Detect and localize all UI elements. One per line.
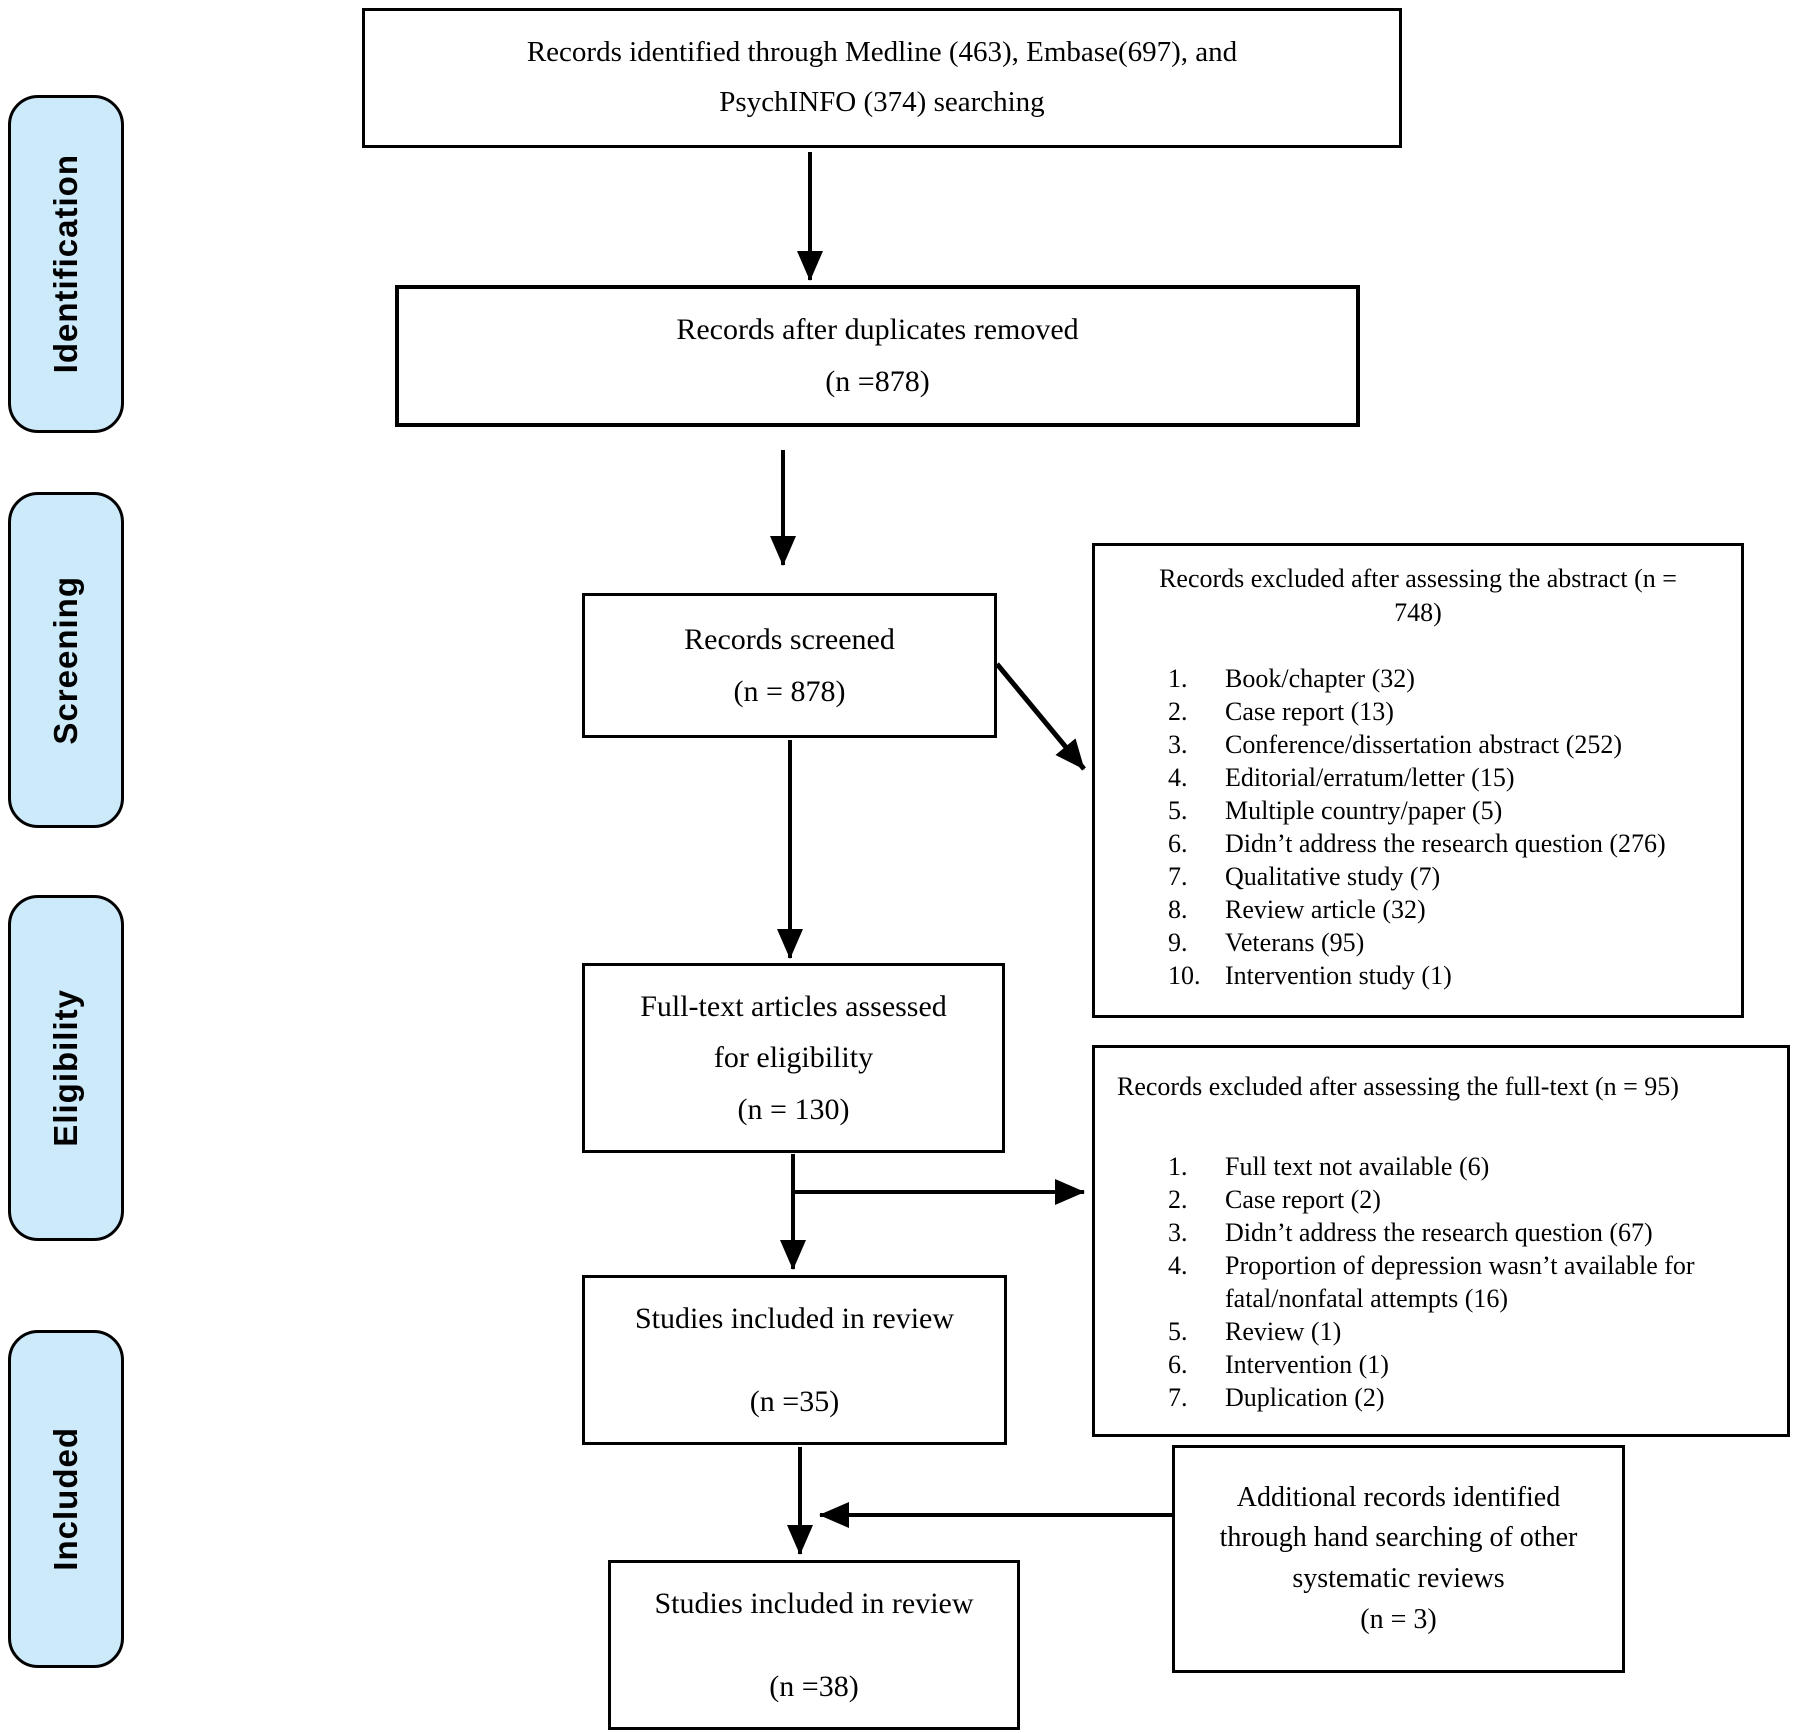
stage-eligibility: Eligibility: [8, 895, 124, 1241]
box-records-identified: Records identified through Medline (463)…: [362, 8, 1402, 148]
stage-included-label: Included: [47, 1427, 84, 1571]
excluded-reason-item: Duplication (2): [1225, 1382, 1385, 1412]
box-included-review-count: (n =35): [749, 1385, 840, 1418]
excluded-reason-item: Case report (13): [1225, 696, 1394, 726]
box-fulltext-assessed-count: (n = 130): [737, 1092, 850, 1126]
excluded-reason-item: Review (1): [1225, 1316, 1342, 1346]
panel-excluded-abstract-list: Book/chapter (32)Case report (13)Confere…: [1113, 662, 1723, 992]
box-included-final-text: Studies included in review: [654, 1587, 974, 1620]
box-additional-records: Additional records identified through ha…: [1172, 1445, 1625, 1673]
box-included-final-count: (n =38): [769, 1670, 859, 1703]
excluded-reason-item: Multiple country/paper (5): [1225, 795, 1503, 825]
excluded-reason-item: Case report (2): [1225, 1184, 1381, 1214]
box-included-review-text: Studies included in review: [634, 1302, 955, 1335]
excluded-reason-item: Veterans (95): [1225, 927, 1365, 957]
box-records-identified-line2: PsychINFO (374) searching: [719, 86, 1045, 118]
panel-excluded-fulltext-title: Records excluded after assessing the ful…: [1117, 1072, 1679, 1101]
box-additional-records-line2: through hand searching of other: [1219, 1522, 1578, 1554]
stage-screening: Screening: [8, 492, 124, 828]
excluded-reason-item: Proportion of depression wasn’t availabl…: [1225, 1250, 1695, 1313]
box-fulltext-assessed-line2: for eligibility: [713, 1041, 874, 1075]
box-fulltext-assessed-line1: Full-text articles assessed: [640, 989, 947, 1023]
excluded-reason-item: Review article (32): [1225, 894, 1426, 924]
panel-excluded-abstract: Records excluded after assessing the abs…: [1092, 543, 1744, 1018]
stage-eligibility-label: Eligibility: [47, 989, 84, 1147]
excluded-reason-item: Didn’t address the research question (67…: [1225, 1217, 1653, 1247]
box-records-screened-count: (n = 878): [733, 674, 846, 708]
stage-identification-label: Identification: [47, 154, 84, 374]
excluded-reason-item: Didn’t address the research question (27…: [1225, 828, 1666, 858]
excluded-reason-item: Intervention study (1): [1225, 960, 1452, 990]
stage-identification: Identification: [8, 95, 124, 433]
panel-excluded-fulltext: Records excluded after assessing the ful…: [1092, 1045, 1790, 1437]
box-additional-records-line3: systematic reviews: [1292, 1563, 1505, 1594]
excluded-reason-item: Intervention (1): [1225, 1349, 1389, 1379]
box-records-screened-text: Records screened: [684, 622, 895, 656]
box-duplicates-removed-count: (n =878): [825, 365, 930, 398]
excluded-reason-item: Editorial/erratum/letter (15): [1225, 762, 1515, 792]
box-duplicates-removed-text: Records after duplicates removed: [676, 313, 1079, 347]
panel-excluded-fulltext-list: Full text not available (6)Case report (…: [1113, 1150, 1769, 1414]
box-records-screened: Records screened (n = 878): [582, 593, 997, 738]
box-included-review: Studies included in review (n =35): [582, 1275, 1007, 1445]
box-additional-records-line1: Additional records identified: [1236, 1481, 1561, 1513]
panel-excluded-abstract-title: Records excluded after assessing the abs…: [1159, 564, 1677, 627]
excluded-reason-item: Full text not available (6): [1225, 1151, 1490, 1181]
arrow-screened-to-excluded-abstract: [995, 662, 1086, 771]
excluded-reason-item: Conference/dissertation abstract (252): [1225, 729, 1623, 759]
stage-screening-label: Screening: [47, 575, 84, 745]
box-duplicates-removed: Records after duplicates removed (n =878…: [395, 285, 1360, 427]
excluded-reason-item: Qualitative study (7): [1225, 861, 1441, 891]
box-included-final: Studies included in review (n =38): [608, 1560, 1020, 1730]
box-fulltext-assessed: Full-text articles assessed for eligibil…: [582, 963, 1005, 1153]
box-additional-records-count: (n = 3): [1360, 1603, 1437, 1635]
stage-included: Included: [8, 1330, 124, 1668]
box-records-identified-line1: Records identified through Medline (463)…: [526, 36, 1238, 69]
excluded-reason-item: Book/chapter (32): [1225, 663, 1415, 693]
